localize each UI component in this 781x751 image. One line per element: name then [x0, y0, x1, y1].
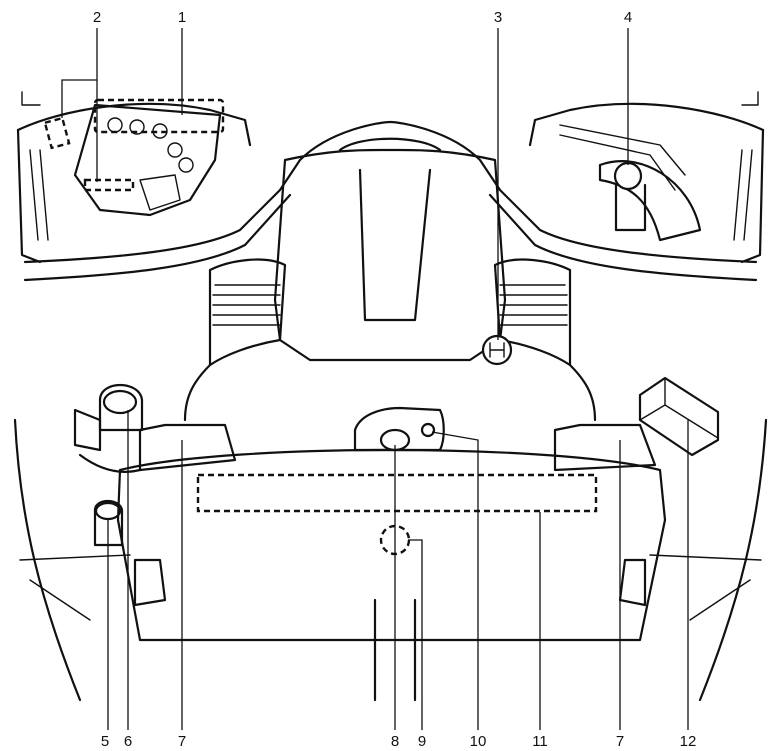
callout-labels: 1 2 3 4 5 6 7 8 9 10 11 7 12: [93, 9, 697, 750]
callout-10: 10: [470, 733, 487, 750]
fuse-relay-box: [43, 98, 225, 217]
callout-5: 5: [101, 733, 109, 750]
engine-cover: [183, 137, 597, 422]
front-components: [19, 376, 762, 702]
brake-fluid-reservoir: [559, 124, 702, 242]
callout-6: 6: [124, 733, 132, 750]
callout-12: 12: [680, 733, 697, 750]
leader-lines: [61, 28, 689, 730]
body-outline: [13, 91, 768, 702]
callout-9: 9: [418, 733, 426, 750]
callout-3: 3: [494, 9, 502, 26]
callout-7-right: 7: [616, 733, 624, 750]
callout-4: 4: [624, 9, 632, 26]
callout-11: 11: [532, 733, 548, 750]
callout-1: 1: [178, 9, 186, 26]
callout-7-left: 7: [178, 733, 186, 750]
callout-8: 8: [391, 733, 399, 750]
callout-2: 2: [93, 9, 101, 26]
